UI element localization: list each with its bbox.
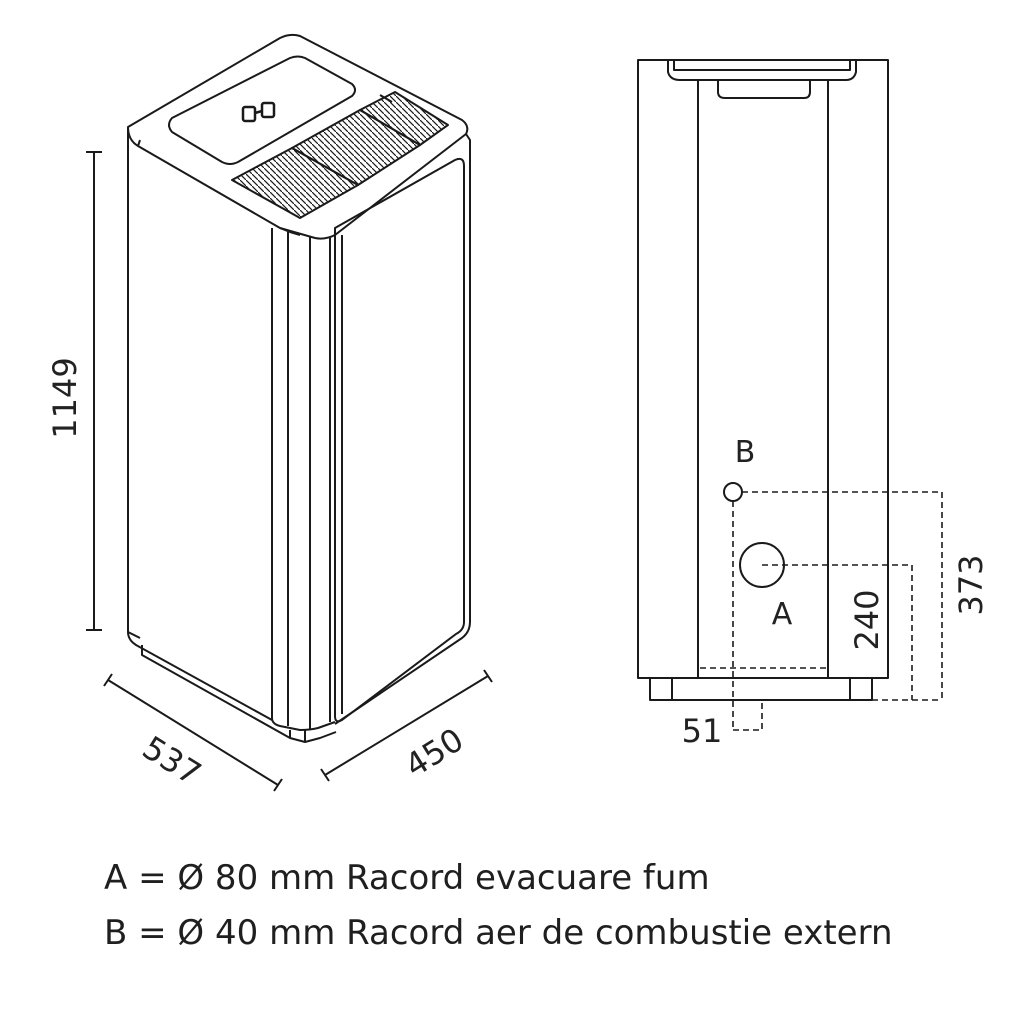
rear-outline [637,59,889,679]
dim-51-label: 51 [682,712,723,750]
right-side-edge [334,133,471,725]
dim-373-label: 373 [952,554,990,615]
rear-dimensions [700,491,943,731]
rear-view [637,59,889,701]
handle-grip [717,80,811,99]
display-icon [241,101,276,123]
top-cap [127,33,469,240]
depth-dim-line [107,679,279,786]
legend-line-b: B = Ø 40 mm Racord aer de combustie exte… [104,913,893,953]
top-handle [667,60,857,81]
control-panel [168,55,356,165]
top-inner-edge [137,139,301,236]
legend-line-a: A = Ø 80 mm Racord evacuare fum [104,858,710,898]
rear-base [649,678,873,701]
front-door [334,157,465,723]
left-dimensions [86,151,493,792]
label-b: B [735,435,756,470]
front-corner-column [271,228,336,731]
dim-240-label: 240 [848,589,886,650]
left-side-panel [127,127,273,721]
depth-label: 537 [136,728,208,793]
base-plinth [141,645,337,743]
isometric-view [127,33,471,743]
label-a: A [772,597,793,632]
width-label: 450 [398,720,470,785]
width-dim-line [324,675,489,776]
port-b [723,482,743,502]
height-label: 1149 [46,357,84,438]
